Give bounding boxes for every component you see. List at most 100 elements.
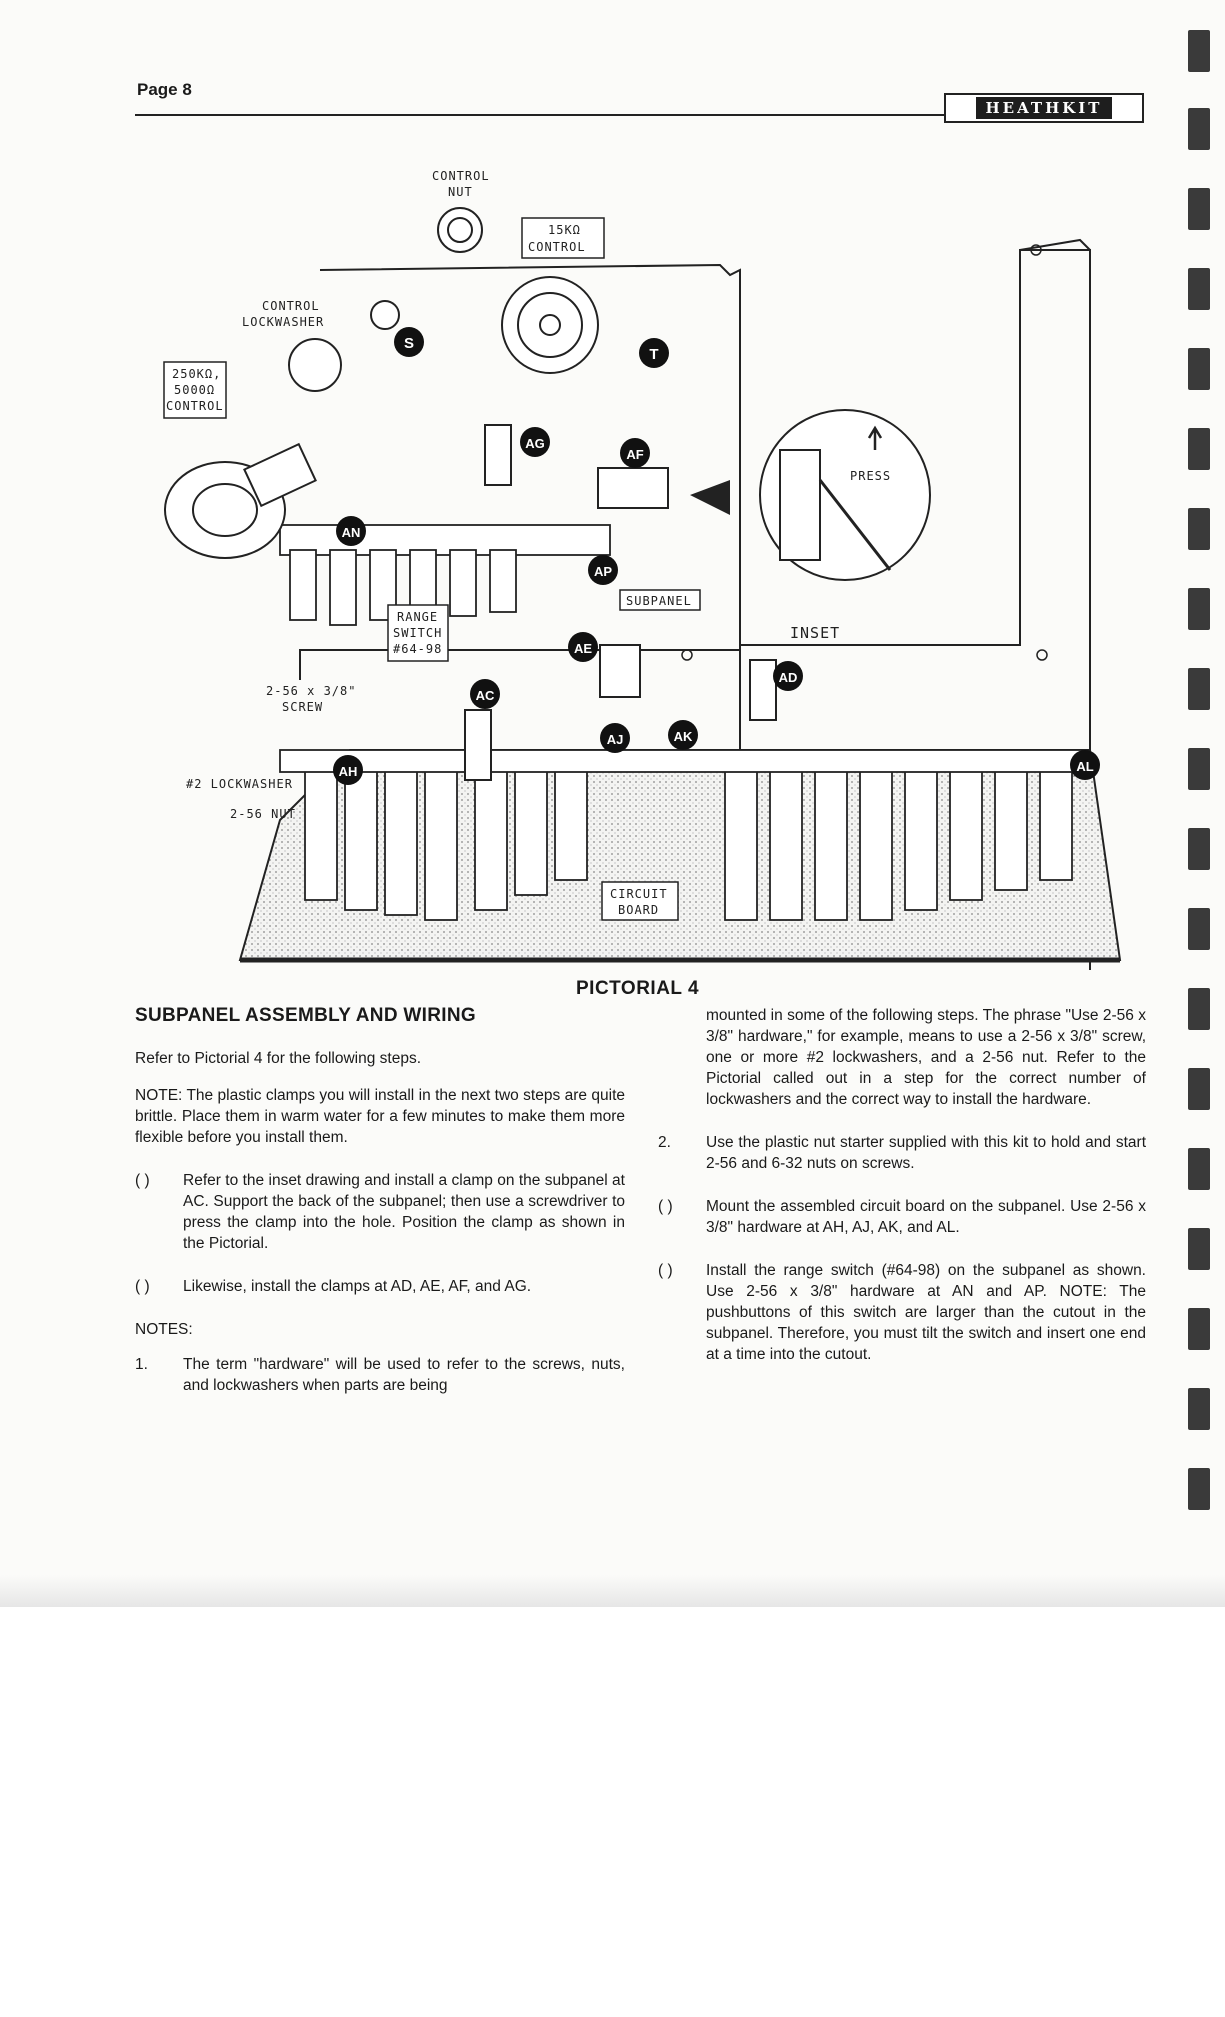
section-tab bbox=[1188, 588, 1210, 630]
plastic-clamps bbox=[464, 424, 777, 781]
marker-t: T bbox=[639, 338, 669, 368]
label-range-1: RANGE bbox=[397, 610, 438, 624]
label-inset: INSET bbox=[790, 624, 840, 642]
svg-text:S: S bbox=[404, 335, 414, 352]
note-text: Use the plastic nut starter supplied wit… bbox=[706, 1134, 1146, 1172]
label-box-subpanel bbox=[619, 589, 701, 611]
svg-text:AE: AE bbox=[574, 641, 592, 656]
svg-text:AK: AK bbox=[674, 729, 693, 744]
label-range-3: #64-98 bbox=[393, 642, 442, 656]
marker-al: AL bbox=[1070, 750, 1100, 780]
note-text: mounted in some of the following steps. … bbox=[706, 1007, 1146, 1108]
page-number: Page 8 bbox=[137, 80, 192, 99]
step-checkbox[interactable]: ( ) bbox=[658, 1198, 673, 1215]
section-tab bbox=[1188, 748, 1210, 790]
step-text: Install the range switch (#64-98) on the… bbox=[706, 1262, 1146, 1363]
inset-press-label: PRESS bbox=[850, 469, 891, 483]
section-tab bbox=[1188, 428, 1210, 470]
board-switch-bank-right bbox=[724, 769, 1073, 921]
section-tab bbox=[1188, 188, 1210, 230]
step-text: Mount the assembled circuit board on the… bbox=[706, 1198, 1146, 1236]
section-tab bbox=[1188, 108, 1210, 150]
section-tab bbox=[1188, 268, 1210, 310]
section-tab bbox=[1188, 30, 1210, 72]
label-250k-2: 5000Ω bbox=[174, 383, 215, 397]
pictorial-4-drawing: PRESS CONTROL NUT 15KΩ CONTROL CONTROL L… bbox=[163, 169, 1122, 970]
marker-ak: AK bbox=[668, 720, 698, 750]
section-tab bbox=[1188, 1068, 1210, 1110]
svg-text:AJ: AJ bbox=[607, 732, 624, 747]
label-circuit-1: CIRCUIT bbox=[610, 887, 668, 901]
svg-text:AN: AN bbox=[342, 525, 361, 540]
note-number: 1. bbox=[135, 1356, 148, 1373]
section-tab bbox=[1188, 988, 1210, 1030]
board-switch-rail bbox=[279, 749, 1091, 773]
label-15k-2: CONTROL bbox=[528, 240, 586, 254]
label-box-250k bbox=[163, 361, 227, 419]
note-text: NOTE: The plastic clamps you will instal… bbox=[135, 1087, 625, 1146]
marker-s: S bbox=[394, 327, 424, 357]
svg-text:AL: AL bbox=[1076, 759, 1093, 774]
section-tab bbox=[1188, 1148, 1210, 1190]
board-switch-bank-left bbox=[304, 769, 588, 921]
label-lockwasher-1: CONTROL bbox=[262, 299, 320, 313]
page-edge bbox=[0, 1575, 1225, 1607]
left-column: SUBPANEL ASSEMBLY AND WIRING Refer to Pi… bbox=[135, 1005, 625, 1412]
step-text: Likewise, install the clamps at AD, AE, … bbox=[183, 1278, 532, 1295]
svg-text:AH: AH bbox=[339, 764, 358, 779]
label-lockwasher-2: LOCKWASHER bbox=[242, 315, 324, 329]
section-tab bbox=[1188, 668, 1210, 710]
control-lockwasher bbox=[370, 300, 400, 330]
svg-text:AC: AC bbox=[476, 688, 495, 703]
brand-logo: HEATHKIT bbox=[944, 93, 1144, 123]
label-box-15k bbox=[521, 217, 605, 259]
note-number: 2. bbox=[658, 1134, 671, 1151]
label-circuit-2: BOARD bbox=[618, 903, 659, 917]
step-checkbox-item: ( ) Install the range switch (#64-98) on… bbox=[658, 1260, 1146, 1365]
marker-af: AF bbox=[620, 438, 650, 468]
mounting-hole bbox=[1030, 244, 1042, 256]
note-text: The term "hardware" will be used to refe… bbox=[183, 1356, 625, 1394]
range-switch-buttons bbox=[289, 549, 517, 626]
section-tab bbox=[1188, 1308, 1210, 1350]
marker-ah: AH bbox=[333, 755, 363, 785]
marker-ae: AE bbox=[568, 632, 598, 662]
step-checkbox-item: ( ) Likewise, install the clamps at AD, … bbox=[135, 1276, 625, 1297]
marker-an: AN bbox=[336, 516, 366, 546]
step-text: Refer to the inset drawing and install a… bbox=[183, 1172, 625, 1252]
label-screw-2: SCREW bbox=[282, 700, 323, 714]
step-checkbox[interactable]: ( ) bbox=[658, 1262, 673, 1279]
step-checkbox-item: ( ) Mount the assembled circuit board on… bbox=[658, 1196, 1146, 1238]
label-control-nut-2: NUT bbox=[448, 185, 473, 199]
section-tab bbox=[1188, 1468, 1210, 1510]
section-tab bbox=[1188, 508, 1210, 550]
header-rule bbox=[135, 114, 1140, 116]
marker-ag: AG bbox=[520, 427, 550, 457]
section-tab bbox=[1188, 1228, 1210, 1270]
step-checkbox-item: ( ) Refer to the inset drawing and insta… bbox=[135, 1170, 625, 1254]
note-continuation: mounted in some of the following steps. … bbox=[658, 1005, 1146, 1110]
marker-ac: AC bbox=[470, 679, 500, 709]
notes-heading: NOTES: bbox=[135, 1321, 193, 1338]
section-tab bbox=[1188, 1388, 1210, 1430]
svg-text:AP: AP bbox=[594, 564, 612, 579]
brand-wordmark: HEATHKIT bbox=[975, 97, 1113, 119]
svg-text:AF: AF bbox=[626, 447, 643, 462]
mounting-hole bbox=[681, 649, 693, 661]
section-tab bbox=[1188, 908, 1210, 950]
step-checkbox[interactable]: ( ) bbox=[135, 1172, 150, 1189]
label-screw-1: 2-56 x 3/8" bbox=[266, 684, 356, 698]
note-item: 1. The term "hardware" will be used to r… bbox=[135, 1354, 625, 1396]
svg-text:T: T bbox=[649, 346, 658, 363]
label-control-nut-1: CONTROL bbox=[432, 169, 490, 183]
section-tab bbox=[1188, 828, 1210, 870]
marker-ap: AP bbox=[588, 555, 618, 585]
label-box-range-switch bbox=[387, 604, 449, 662]
section-title: SUBPANEL ASSEMBLY AND WIRING bbox=[135, 1005, 476, 1026]
step-checkbox[interactable]: ( ) bbox=[135, 1278, 150, 1295]
section-tab bbox=[1188, 348, 1210, 390]
marker-aj: AJ bbox=[600, 723, 630, 753]
right-column: mounted in some of the following steps. … bbox=[658, 1005, 1146, 1381]
note-item: 2. Use the plastic nut starter supplied … bbox=[658, 1132, 1146, 1174]
intro-text: Refer to Pictorial 4 for the following s… bbox=[135, 1050, 422, 1067]
